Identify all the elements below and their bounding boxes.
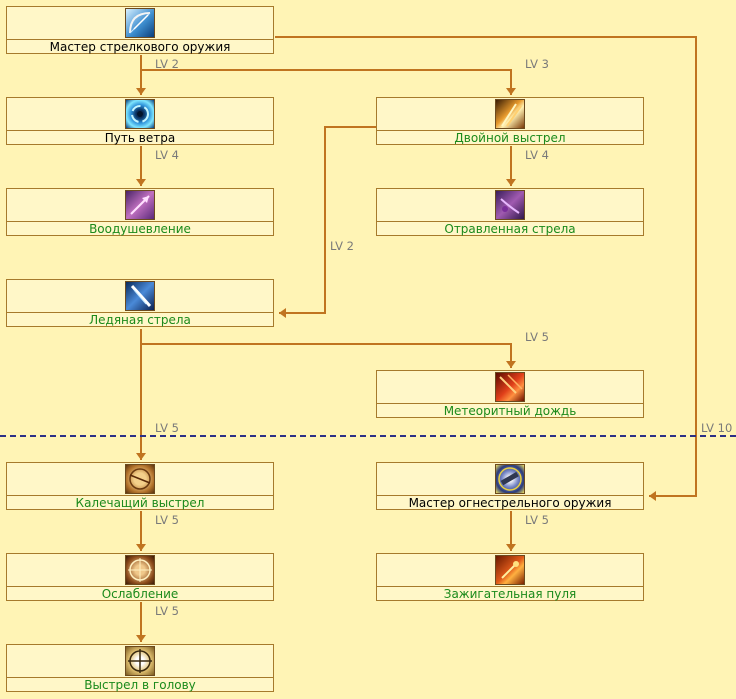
level-requirement: LV 5 [525,513,549,527]
ice-arrow-icon [125,281,155,311]
crippling-shot-icon [125,464,155,494]
level-requirement: LV 5 [155,513,179,527]
skill-node-marksman[interactable]: Мастер стрелкового оружия [6,6,274,54]
inspiration-arrow-icon [125,190,155,220]
skill-label: Двойной выстрел [454,131,566,145]
arrowhead-wind [136,88,146,95]
skill-label: Калечащий выстрел [75,496,205,510]
arrowhead-gun [649,491,656,501]
arrowhead-poison [506,179,516,186]
meteor-rain-icon [495,372,525,402]
arrowhead-headshot [136,635,146,642]
level-requirement: LV 5 [155,421,179,435]
level-requirement: LV 2 [330,239,354,253]
skill-node-ice-arrow[interactable]: Ледяная стрела [6,279,274,327]
skill-node-crippling-shot[interactable]: Калечащий выстрел [6,462,274,510]
poison-arrow-icon [495,190,525,220]
skill-label: Ледяная стрела [89,313,191,327]
connector-double-to-ice [279,126,376,314]
arrowhead-cripple [136,453,146,460]
skill-node-headshot[interactable]: Выстрел в голову [6,644,274,692]
firearm-icon [495,464,525,494]
connector-marksman-to-double [141,69,512,95]
skill-node-weaken[interactable]: Ослабление [6,553,274,601]
skill-label: Метеоритный дождь [443,404,577,418]
arrowhead-incendiary [506,544,516,551]
level-requirement: LV 4 [525,148,549,162]
level-requirement: LV 5 [155,604,179,618]
arrowhead-inspire [136,179,146,186]
incendiary-bullet-icon [495,555,525,585]
level-requirement: LV 5 [525,330,549,344]
weaken-target-icon [125,555,155,585]
skill-node-double-shot[interactable]: Двойной выстрел [376,97,644,145]
skill-label: Путь ветра [104,131,176,145]
double-shot-icon [495,99,525,129]
skill-label: Мастер стрелкового оружия [49,40,231,54]
level-requirement: LV 4 [155,148,179,162]
skill-label: Ослабление [101,587,179,601]
arrowhead-meteor [506,361,516,368]
skill-label: Зажигательная пуля [443,587,577,601]
arrowhead-weaken [136,544,146,551]
skill-node-incendiary-bullet[interactable]: Зажигательная пуля [376,553,644,601]
level-requirement: LV 3 [525,57,549,71]
arrowhead-double [506,88,516,95]
skill-node-poison-arrow[interactable]: Отравленная стрела [376,188,644,236]
arrowhead-ice [279,308,286,318]
level-requirement: LV 10 [701,421,733,435]
skill-label: Мастер огнестрельного оружия [408,496,612,510]
connector-marksman-to-gun [275,36,697,497]
connector-ice-to-meteor [140,329,512,368]
bow-icon [125,8,155,38]
tier-divider [0,435,736,437]
skill-node-wind[interactable]: Путь ветра [6,97,274,145]
skill-node-firearm-master[interactable]: Мастер огнестрельного оружия [376,462,644,510]
wind-vortex-icon [125,99,155,129]
skill-label: Выстрел в голову [84,678,196,692]
headshot-icon [125,646,155,676]
level-requirement: LV 2 [155,57,179,71]
skill-node-inspiration[interactable]: Воодушевление [6,188,274,236]
skill-node-meteor-rain[interactable]: Метеоритный дождь [376,370,644,418]
skill-label: Отравленная стрела [444,222,576,236]
skill-label: Воодушевление [89,222,191,236]
